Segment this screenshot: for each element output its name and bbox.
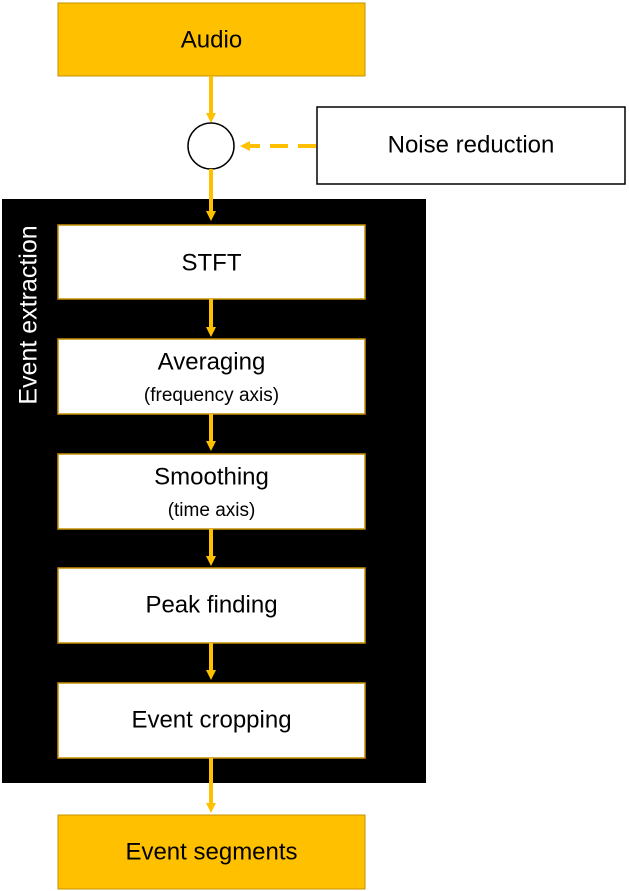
audio-input-box xyxy=(57,2,366,77)
noise-reduction-box xyxy=(316,106,626,185)
audio-input-label: Audio xyxy=(181,26,242,53)
step-averaging-subtitle: (frequency axis) xyxy=(144,385,279,406)
step-peak-finding: Peak finding xyxy=(57,567,366,644)
step-smoothing-title: Smoothing xyxy=(154,463,269,490)
event-segments-output-label: Event segments xyxy=(125,838,297,865)
step-smoothing: Smoothing (time axis) xyxy=(57,453,366,530)
combiner-node xyxy=(187,122,235,170)
noise-reduction-label: Noise reduction xyxy=(388,131,555,158)
step-averaging: Averaging (frequency axis) xyxy=(57,338,366,415)
step-stft: STFT xyxy=(57,224,366,300)
event-extraction-label: Event extraction xyxy=(15,225,43,404)
step-averaging-title: Averaging xyxy=(158,348,266,375)
step-stft-title: STFT xyxy=(182,249,242,276)
step-event-cropping: Event cropping xyxy=(57,682,366,759)
event-segments-output-box xyxy=(57,814,366,890)
step-peak-finding-title: Peak finding xyxy=(145,591,277,618)
step-smoothing-subtitle: (time axis) xyxy=(168,500,256,521)
step-event-cropping-title: Event cropping xyxy=(131,706,291,733)
